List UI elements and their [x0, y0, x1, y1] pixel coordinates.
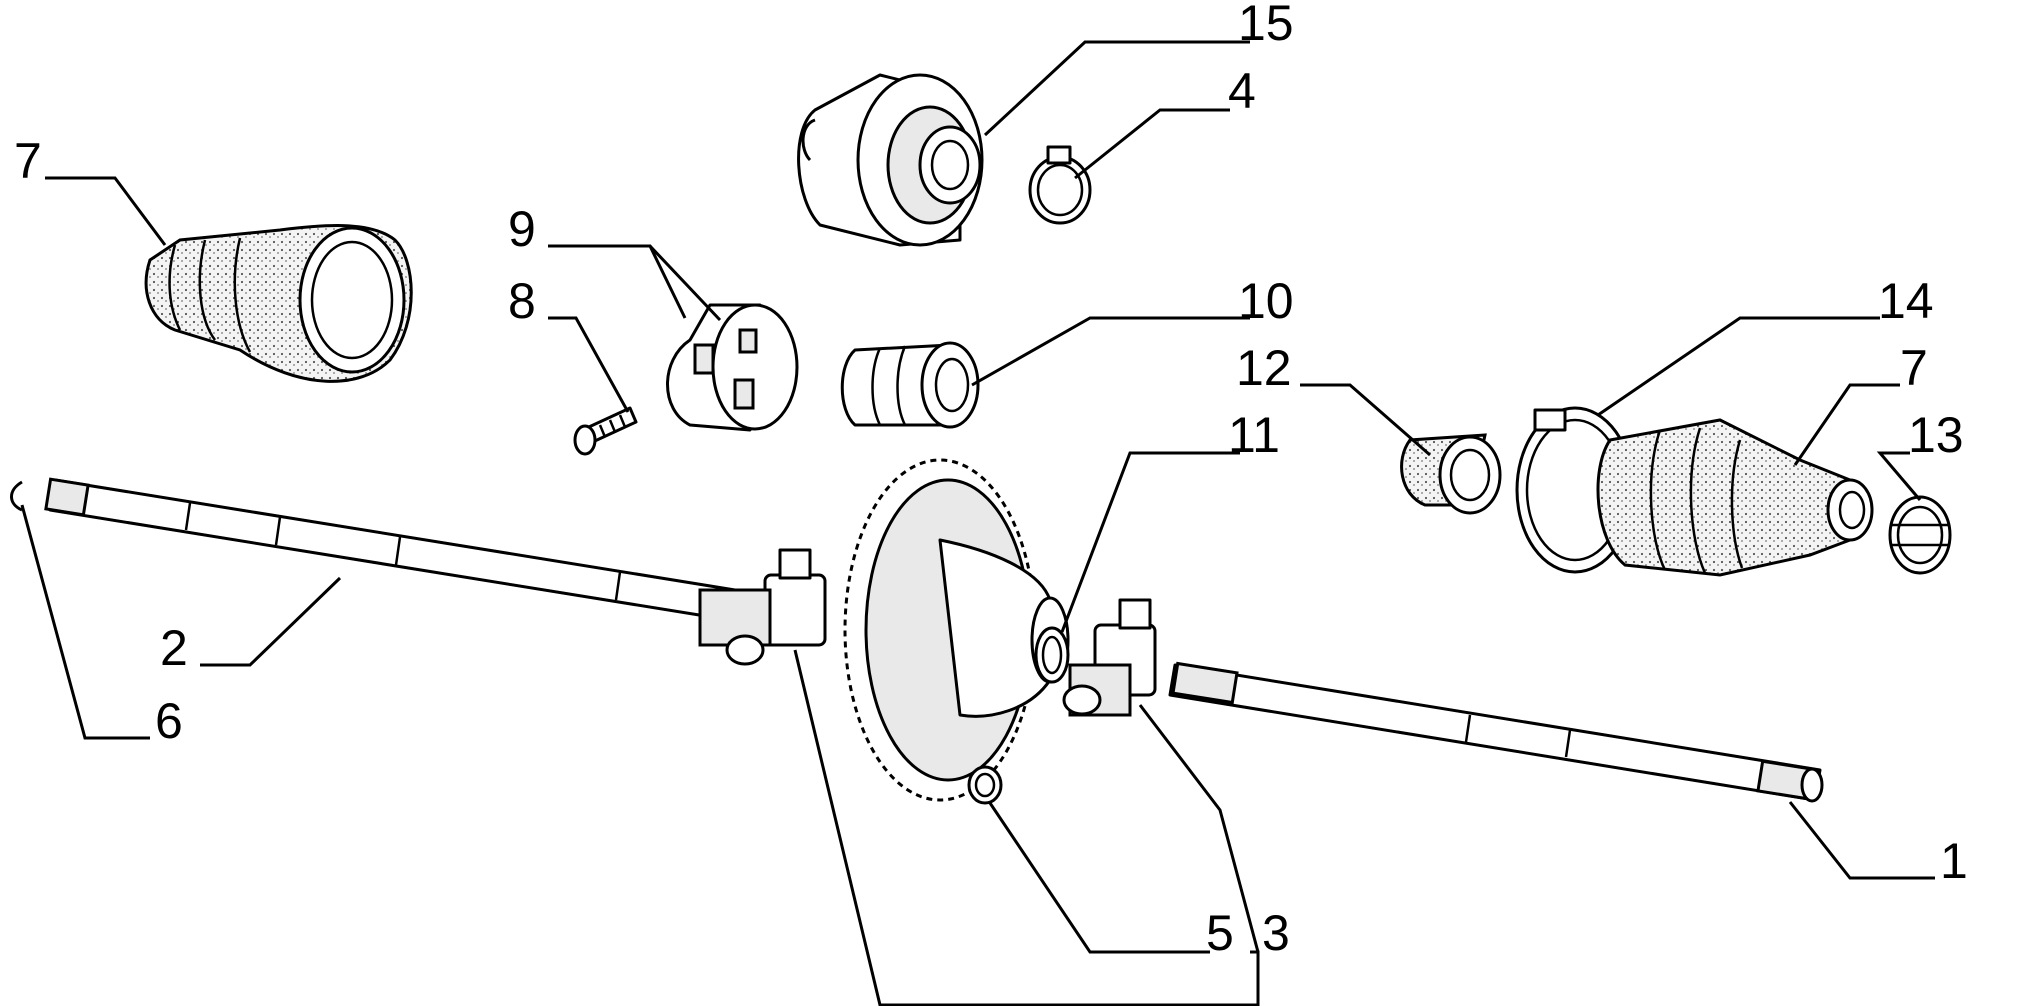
leader-3b	[1138, 704, 1260, 953]
leader-4	[1074, 108, 1230, 180]
callout-2: 2	[160, 620, 188, 676]
leader-7a	[45, 176, 167, 246]
washer-part-5	[967, 765, 1003, 805]
leader-2	[200, 576, 342, 667]
leader-13	[1876, 451, 1922, 501]
callout-12: 12	[1236, 340, 1292, 396]
callout-9: 9	[508, 201, 536, 257]
leader-9	[548, 244, 687, 319]
spider-gear-left	[698, 548, 827, 666]
leader-14	[1597, 316, 1880, 417]
leader-10	[971, 316, 1250, 387]
leader-8	[548, 316, 630, 413]
leader-9b	[648, 244, 722, 322]
clamp-ring-part-4	[1028, 145, 1092, 225]
callout-14: 14	[1878, 273, 1934, 329]
callout-7-left: 7	[14, 133, 42, 189]
callout-7-right: 7	[1900, 340, 1928, 396]
spider-gear-right	[1062, 598, 1157, 717]
callout-13: 13	[1908, 407, 1964, 463]
small-boot-part-12	[1400, 433, 1502, 515]
callout-11: 11	[1228, 407, 1280, 463]
leader-11	[1060, 451, 1240, 633]
callout-6: 6	[155, 693, 183, 749]
leader-12	[1300, 383, 1431, 457]
leader-5	[988, 802, 1210, 954]
callout-8: 8	[508, 273, 536, 329]
leader-7b	[1793, 383, 1900, 466]
ring-gear-differential	[843, 458, 1070, 802]
callout-4: 4	[1228, 63, 1256, 119]
leader-15	[983, 40, 1250, 137]
leader-1	[1788, 801, 1935, 880]
callout-3: 3	[1262, 905, 1290, 961]
callout-1: 1	[1940, 833, 1968, 889]
small-ring-part-11	[1034, 626, 1070, 684]
leader-lines	[20, 40, 1935, 1006]
bolt-part-8	[573, 406, 638, 456]
callout-15: 15	[1238, 0, 1294, 51]
callout-5: 5	[1206, 905, 1234, 961]
half-shaft-part-1	[1168, 661, 1824, 803]
joint-housing-part-15	[797, 73, 984, 247]
leader-6	[20, 504, 150, 740]
clamp-part-13	[1888, 495, 1952, 575]
half-shaft-part-2	[44, 477, 737, 622]
tripod-cage-part-9	[666, 303, 799, 432]
boot-part-7-left	[144, 224, 413, 383]
callout-10: 10	[1238, 273, 1294, 329]
circlip-part-6	[10, 480, 23, 512]
bearing-sleeve-part-10	[840, 341, 980, 429]
callout-labels: 15 4 7 9 8 10 14 12 7 11 13 2 6 1 5 3	[14, 0, 1968, 961]
boot-part-7-right	[1596, 418, 1874, 577]
leader-3	[793, 649, 1260, 1006]
